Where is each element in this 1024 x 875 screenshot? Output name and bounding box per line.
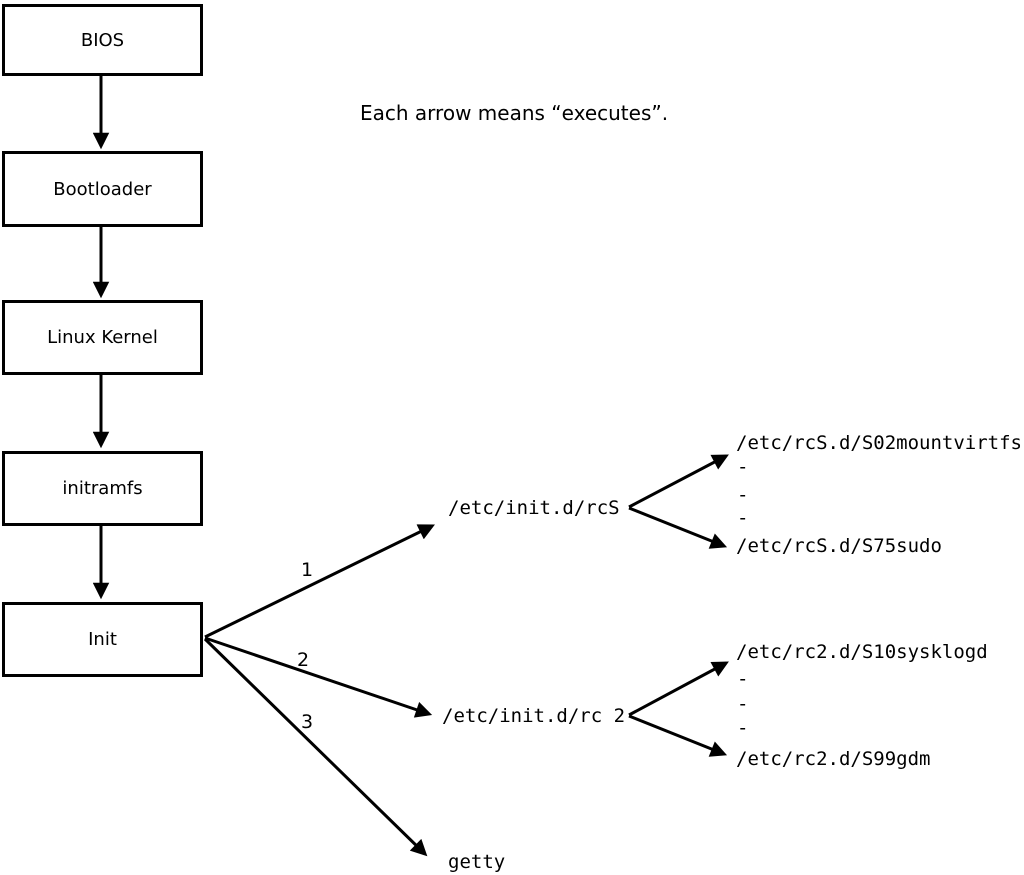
node-bootloader: Bootloader [2,151,203,227]
arrow-init-to-getty [203,637,428,857]
rc2-ellipsis-dash: - [737,693,749,715]
arrow-rcs-to-s75sudo [628,506,728,549]
arrow-rc2-to-s10sysklogd [628,661,729,717]
node-initramfs: initramfs [2,451,203,526]
target-rc2: /etc/init.d/rc 2 [442,705,626,727]
node-bios-label: BIOS [80,29,125,51]
node-linux-kernel-label: Linux Kernel [47,327,158,348]
node-init-label: Init [88,629,117,650]
target-rcs: /etc/init.d/rcS [448,497,620,519]
node-linux-kernel: Linux Kernel [2,300,203,375]
rc2-script-first: /etc/rc2.d/S10sysklogd [736,641,988,663]
node-bootloader-label: Bootloader [53,178,152,200]
edge-label-1: 1 [301,559,314,581]
rcs-ellipsis-dash: - [737,456,749,478]
rc2-script-last: /etc/rc2.d/S99gdm [736,748,931,770]
rcs-script-last: /etc/rcS.d/S75sudo [736,535,942,557]
rcs-script-first: /etc/rcS.d/S02mountvirtfs [736,432,1022,454]
rcs-ellipsis-dash: - [737,484,749,506]
edge-label-3: 3 [301,711,314,733]
rcs-ellipsis-dash: - [737,507,749,529]
node-init: Init [2,602,203,677]
legend-note: Each arrow means “executes”. [360,101,669,125]
node-initramfs-label: initramfs [62,478,143,499]
arrow-rcs-to-s02mountvirtfs [628,454,729,509]
arrow-init-to-rc2 [204,636,433,718]
arrow-init-to-rcs [204,524,435,639]
edge-label-2: 2 [297,649,310,671]
rc2-ellipsis-dash: - [737,668,749,690]
target-getty: getty [448,851,506,873]
arrow-rc2-to-s99gdm [628,714,728,757]
node-bios: BIOS [2,4,203,76]
rc2-ellipsis-dash: - [737,717,749,739]
